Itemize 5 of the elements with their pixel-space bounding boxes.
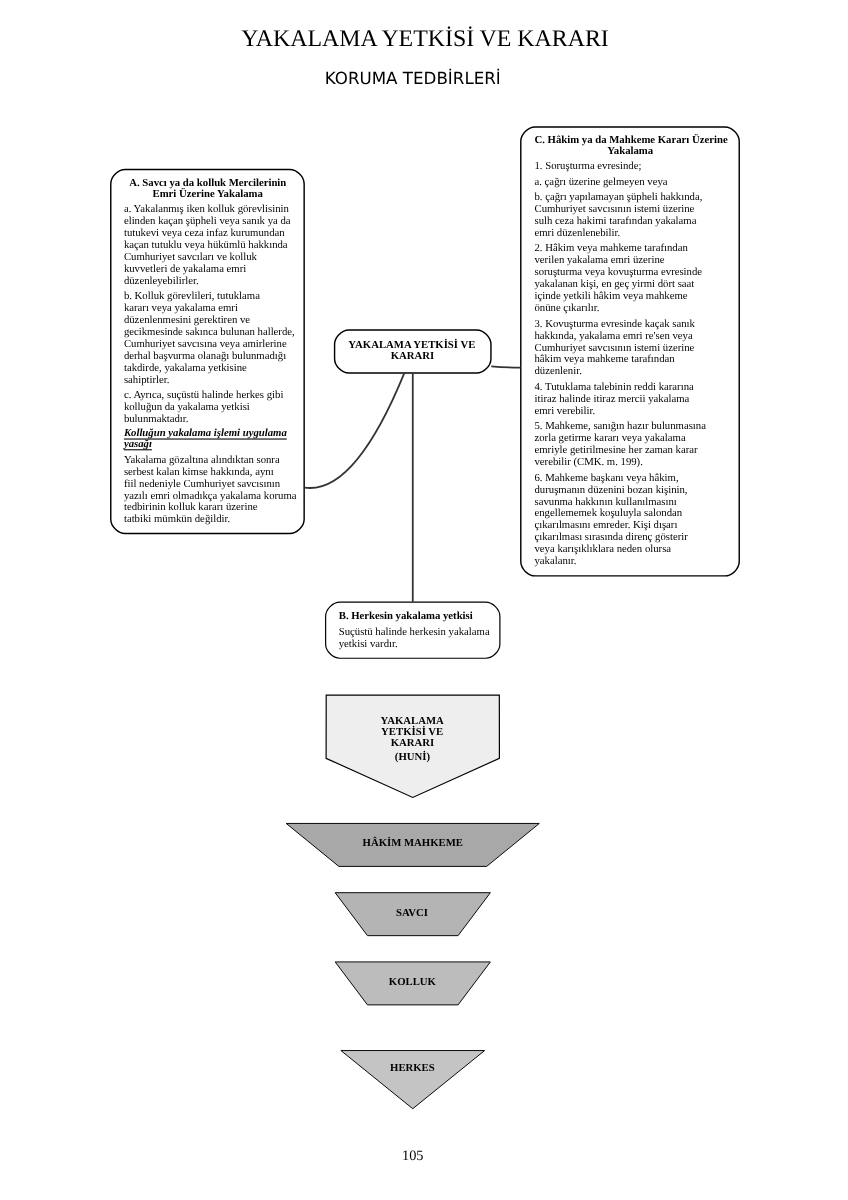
diagram-title: YAKALAMA YETKİSİ VE KARARI bbox=[240, 23, 608, 52]
connector bbox=[410, 372, 413, 603]
label: KORUMA TEDBİRLERİ bbox=[323, 67, 500, 88]
connector bbox=[489, 365, 521, 369]
connector bbox=[302, 372, 405, 489]
